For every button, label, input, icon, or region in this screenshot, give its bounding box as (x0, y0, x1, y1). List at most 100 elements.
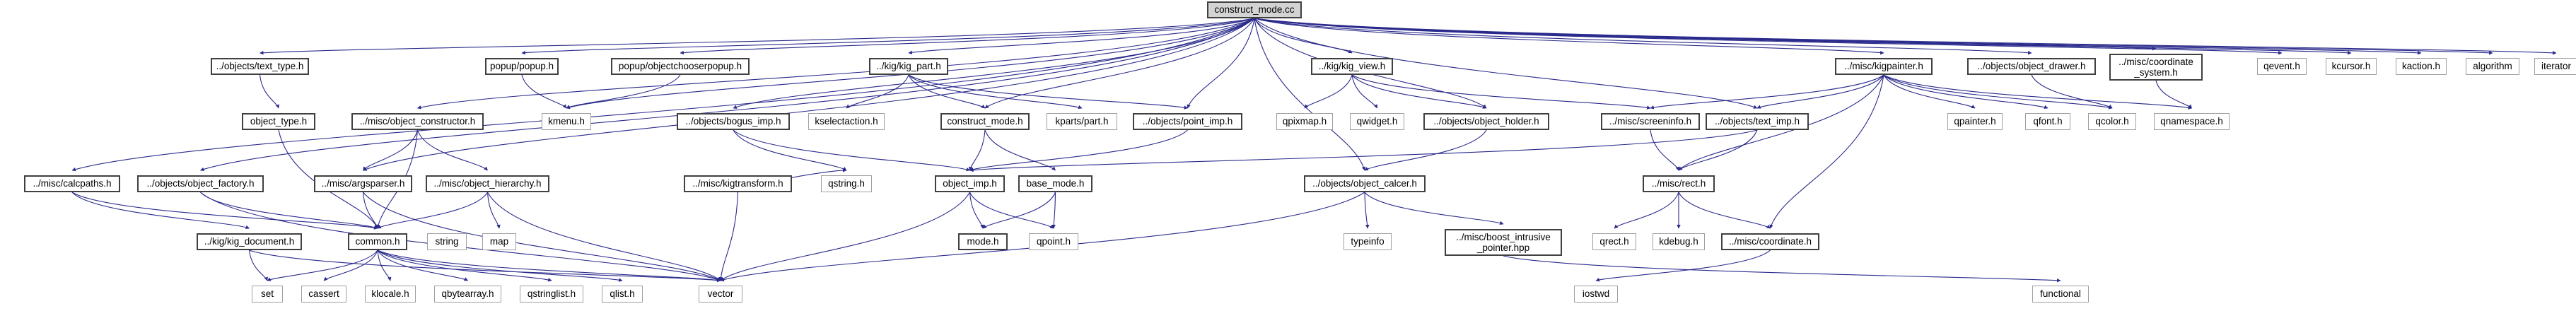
graph-node-kcursor-h[interactable]: kcursor.h (2326, 58, 2377, 75)
graph-edge (984, 129, 1056, 171)
graph-node-objects-text-type-h[interactable]: ../objects/text_type.h (211, 58, 309, 75)
graph-node-qcolor-h[interactable]: qcolor.h (2088, 113, 2136, 130)
graph-node-kmenu-h[interactable]: kmenu.h (542, 113, 591, 130)
graph-node-kparts-part-h[interactable]: kparts/part.h (1047, 113, 1117, 130)
graph-edge (416, 129, 488, 171)
graph-node-object-imp-h[interactable]: object_imp.h (935, 175, 1005, 192)
graph-edge (1883, 74, 1976, 109)
graph-edge (733, 129, 847, 171)
graph-node-kig-kig-part-h[interactable]: ../kig/kig_part.h (869, 58, 948, 75)
graph-edge (1595, 250, 1771, 282)
graph-node-misc-rect-h[interactable]: ../misc/rect.h (1643, 175, 1715, 192)
graph-node-qwidget-h[interactable]: qwidget.h (1350, 113, 1404, 130)
graph-edge (1187, 18, 1255, 109)
graph-node-klocale-h[interactable]: klocale.h (365, 286, 416, 303)
graph-node-typeinfo[interactable]: typeinfo (1344, 233, 1392, 250)
graph-edge (984, 18, 1255, 109)
graph-node-misc-coordinate-system-h[interactable]: ../misc/coordinate _system.h (2109, 54, 2203, 81)
graph-node-iostwd[interactable]: iostwd (1574, 286, 1618, 303)
graph-edge (908, 18, 1255, 54)
graph-node-objects-object-drawer-h[interactable]: ../objects/object_drawer.h (1967, 58, 2096, 75)
graph-edge (566, 74, 681, 109)
graph-node-object-type-h[interactable]: object_type.h (242, 113, 315, 130)
graph-node-qnamespace-h[interactable]: qnamespace.h (2154, 113, 2230, 130)
graph-edge (1254, 18, 2283, 55)
graph-edge (1364, 192, 1504, 225)
graph-node-functional[interactable]: functional (2032, 286, 2089, 303)
graph-node-set[interactable]: set (252, 286, 283, 303)
graph-node-common-h[interactable]: common.h (348, 233, 407, 250)
graph-edge (377, 250, 721, 283)
graph-node-qevent-h[interactable]: qevent.h (2257, 58, 2307, 75)
graph-node-objects-point-imp-h[interactable]: ../objects/point_imp.h (1133, 113, 1242, 130)
graph-node-cassert[interactable]: cassert (301, 286, 346, 303)
graph-node-kig-kig-view-h[interactable]: ../kig/kig_view.h (1311, 58, 1393, 75)
graph-node-string[interactable]: string (427, 233, 467, 250)
graph-edge (969, 129, 1758, 172)
graph-edge (2031, 74, 2113, 109)
graph-node-qpoint-h[interactable]: qpoint.h (1029, 233, 1078, 250)
graph-node-qpainter-h[interactable]: qpainter.h (1947, 113, 2003, 130)
graph-edge (521, 18, 1255, 55)
graph-node-misc-object-constructor-h[interactable]: ../misc/object_constructor.h (351, 113, 484, 130)
graph-node-iterator[interactable]: iterator (2534, 58, 2576, 75)
graph-node-objects-object-factory-h[interactable]: ../objects/object_factory.h (137, 175, 264, 192)
graph-edge (908, 74, 986, 109)
graph-node-qlist-h[interactable]: qlist.h (602, 286, 643, 303)
graph-edge (323, 250, 378, 281)
graph-node-misc-calcpaths-h[interactable]: ../misc/calcpaths.h (24, 175, 120, 192)
graph-node-qstring-h[interactable]: qstring.h (821, 175, 872, 192)
graph-edge (248, 250, 268, 281)
graph-node-qpixmap-h[interactable]: qpixmap.h (1276, 113, 1333, 130)
graph-node-objects-bogus-imp-h[interactable]: ../objects/bogus_imp.h (677, 113, 790, 130)
graph-edge (1351, 74, 1377, 109)
graph-edge (908, 74, 1189, 110)
graph-node-construct-mode-cc[interactable]: construct_mode.cc (1207, 1, 1302, 18)
graph-edge (1051, 192, 1056, 229)
graph-node-qstringlist-h[interactable]: qstringlist.h (520, 286, 583, 303)
graph-node-kselectaction-h[interactable]: kselectaction.h (808, 113, 885, 130)
graph-edge (1678, 192, 1771, 229)
graph-node-misc-kigtransform-h[interactable]: ../misc/kigtransform.h (684, 175, 792, 192)
graph-node-objects-object-holder-h[interactable]: ../objects/object_holder.h (1423, 113, 1549, 130)
graph-edge (249, 250, 721, 283)
graph-edge (487, 192, 721, 281)
graph-node-mode-h[interactable]: mode.h (958, 233, 1008, 250)
graph-edge (1756, 74, 1884, 109)
graph-edge (908, 74, 1083, 110)
graph-node-kaction-h[interactable]: kaction.h (2396, 58, 2447, 75)
graph-node-base-mode-h[interactable]: base_mode.h (1018, 175, 1092, 192)
graph-node-popup-objectchooserpopup-h[interactable]: popup/objectchooserpopup.h (611, 58, 750, 75)
graph-edge (1254, 18, 1353, 54)
graph-edge (733, 129, 971, 172)
graph-node-kdebug-h[interactable]: kdebug.h (1653, 233, 1705, 250)
graph-edge (1254, 18, 2557, 55)
graph-edge (1614, 192, 1679, 229)
graph-edge (377, 250, 468, 281)
graph-edge (1678, 129, 1758, 171)
graph-node-misc-kigpainter-h[interactable]: ../misc/kigpainter.h (1835, 58, 1933, 75)
graph-node-qrect-h[interactable]: qrect.h (1592, 233, 1636, 250)
graph-edge (199, 18, 1255, 172)
graph-edge (733, 18, 1255, 109)
graph-node-objects-text-imp-h[interactable]: ../objects/text_imp.h (1706, 113, 1809, 130)
graph-node-map[interactable]: map (482, 233, 516, 250)
graph-node-misc-coordinate-h[interactable]: ../misc/coordinate.h (1721, 233, 1819, 250)
graph-node-kig-kig-document-h[interactable]: ../kig/kig_document.h (197, 233, 302, 250)
graph-node-algorithm[interactable]: algorithm (2466, 58, 2519, 75)
graph-node-misc-boost-intrusive-pointer-hpp[interactable]: ../misc/boost_intrusive _pointer.hpp (1445, 229, 1562, 256)
graph-node-misc-object-hierarchy-h[interactable]: ../misc/object_hierarchy.h (426, 175, 549, 192)
graph-node-vector[interactable]: vector (699, 286, 742, 303)
graph-node-qbytearray-h[interactable]: qbytearray.h (434, 286, 501, 303)
graph-edge (968, 129, 986, 171)
graph-node-popup-popup-h[interactable]: popup/popup.h (485, 58, 559, 75)
graph-edge (1254, 18, 1884, 55)
graph-node-misc-screeninfo-h[interactable]: ../misc/screeninfo.h (1601, 113, 1700, 130)
graph-node-construct-mode-h[interactable]: construct_mode.h (940, 113, 1030, 130)
graph-node-misc-argsparser-h[interactable]: ../misc/argsparser.h (314, 175, 412, 192)
graph-node-objects-object-calcer-h[interactable]: ../objects/object_calcer.h (1304, 175, 1426, 192)
graph-edge (71, 192, 378, 230)
graph-node-qfont-h[interactable]: qfont.h (2025, 113, 2070, 130)
graph-edge (720, 192, 970, 281)
